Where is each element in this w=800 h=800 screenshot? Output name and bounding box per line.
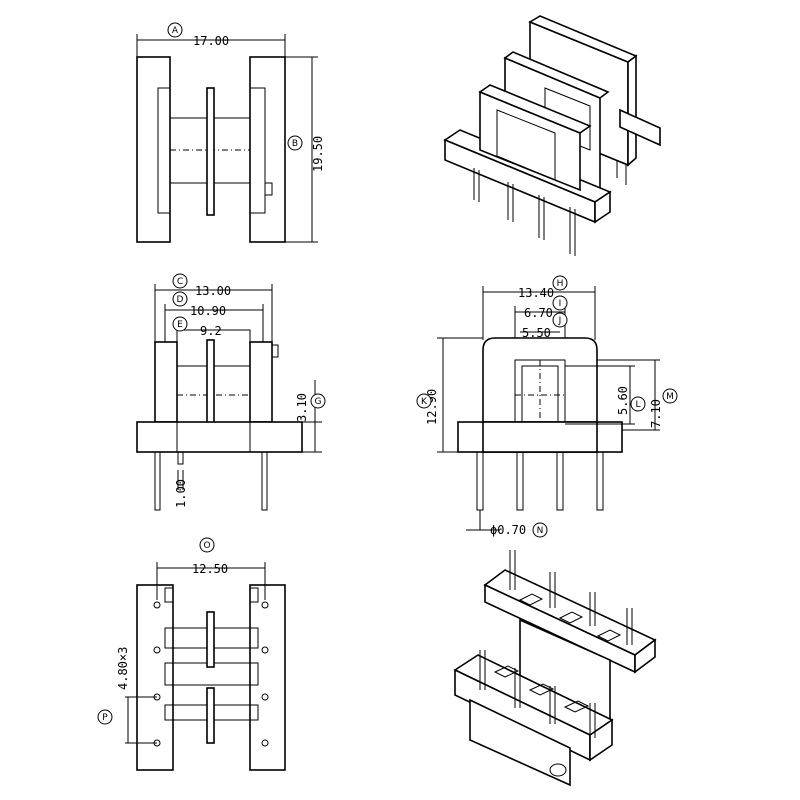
dim-pin-diameter: ϕ0.70 [490, 523, 526, 537]
balloon-o: O [199, 537, 215, 553]
dim-offset: 1.00 [174, 479, 188, 508]
top-view: 17.00 19.50 [136, 34, 325, 243]
dim-height-top: 19.50 [311, 136, 325, 172]
svg-text:O: O [203, 541, 210, 551]
balloon-g: G [310, 393, 326, 409]
dim-window-height: 7.10 [649, 399, 663, 428]
svg-text:D: D [177, 295, 184, 305]
dim-width-top: 17.00 [193, 34, 229, 48]
svg-text:K: K [421, 397, 428, 407]
dim-end-width: 13.40 [518, 286, 554, 300]
dim-width-flange: 13.00 [195, 284, 231, 298]
svg-text:L: L [635, 400, 640, 410]
balloon-b: B [287, 135, 303, 151]
dim-pin-pitch: 4.80×3 [116, 647, 130, 690]
balloon-p: P [97, 709, 113, 725]
svg-text:A: A [172, 26, 179, 36]
balloon-d: D [172, 291, 188, 307]
balloon-n: N [532, 522, 548, 538]
dim-pin-span: 12.50 [192, 562, 228, 576]
svg-text:B: B [292, 139, 298, 149]
balloon-l: L [630, 396, 646, 412]
bottom-view: 12.50 4.80×3 [116, 562, 286, 771]
isometric-view-top [443, 15, 661, 256]
svg-text:H: H [557, 279, 564, 289]
balloon-j: J [552, 312, 568, 328]
front-view: 13.00 10.90 9.2 3.10 1.00 [136, 284, 322, 511]
svg-text:I: I [559, 299, 562, 309]
svg-text:E: E [177, 320, 183, 330]
dim-core-height: 5.60 [616, 386, 630, 415]
svg-text:J: J [558, 316, 562, 326]
svg-text:C: C [177, 277, 183, 287]
dim-core-width: 5.50 [522, 326, 551, 340]
dim-base-height: 3.10 [295, 393, 309, 422]
side-view: 13.40 6.70 5.50 12.90 5.60 [425, 286, 663, 537]
balloon-a: A [167, 22, 183, 38]
svg-text:G: G [315, 397, 322, 407]
balloon-e: E [172, 316, 188, 332]
balloon-k: K [416, 393, 432, 409]
balloon-c: C [172, 273, 188, 289]
svg-text:P: P [102, 713, 108, 723]
dim-window-width: 6.70 [524, 306, 553, 320]
isometric-view-bottom [453, 550, 657, 787]
svg-text:N: N [537, 526, 544, 536]
balloon-m: M [662, 388, 678, 404]
balloon-h: H [552, 275, 568, 291]
balloon-i: I [552, 295, 568, 311]
dim-width-mid: 10.90 [190, 304, 226, 318]
svg-text:M: M [666, 392, 674, 402]
balloons: A B C D E G H I J K L M N O P [97, 22, 678, 725]
dim-width-inner: 9.2 [200, 324, 222, 338]
